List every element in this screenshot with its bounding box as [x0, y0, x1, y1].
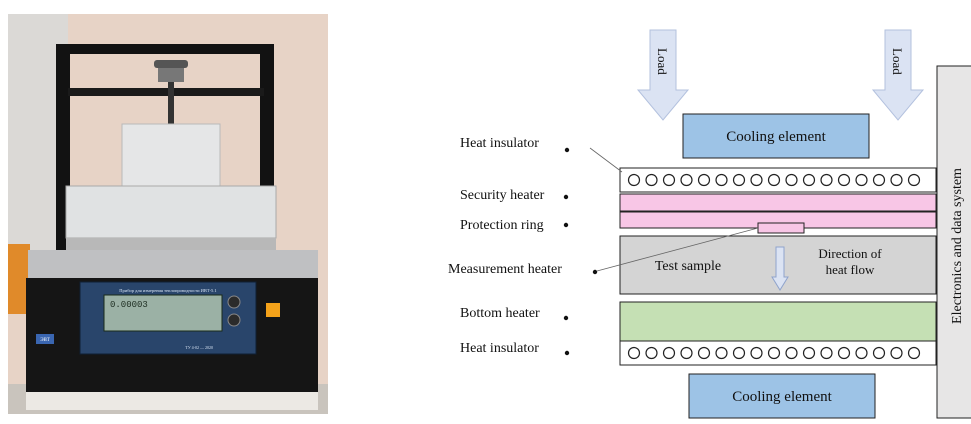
bullet-bottom-heater: [563, 315, 569, 321]
photo-crossbar: [68, 88, 264, 96]
insulator-circle: [662, 346, 676, 360]
insulator-circle: [820, 173, 833, 187]
test-sample-label: Test sample: [655, 259, 721, 274]
insulator-circle: [767, 173, 781, 187]
load-arrow-right: Load: [871, 29, 925, 121]
insulator-circle: [802, 173, 816, 187]
electronics-panel: [936, 65, 971, 419]
cooling-element-top: [682, 113, 870, 159]
bullet-security-heater: [563, 194, 569, 200]
insulator-circle: [750, 173, 763, 187]
insulator-circle: [627, 346, 641, 360]
insulator-circle: [855, 346, 868, 360]
insulator-circle: [907, 346, 921, 360]
photo-knob: [154, 60, 188, 68]
photo-housing-top: [28, 250, 318, 280]
photo-brand-logo: [36, 334, 54, 344]
insulator-circle: [645, 173, 658, 187]
load-label-left: Load: [655, 48, 670, 75]
insulator-bottom-circles: [627, 346, 921, 360]
bullet-measurement-heater: [592, 269, 598, 275]
insulator-circle: [715, 173, 728, 187]
insulator-circle: [820, 346, 833, 360]
bullet-heat-insulator-top: [564, 147, 570, 153]
photo-plate-shadow: [66, 238, 276, 250]
direction-label-line1: Direction of: [818, 246, 882, 261]
cooling-element-bottom: [688, 373, 876, 419]
insulator-circle: [767, 346, 781, 360]
label-heat-insulator-top: Heat insulator: [460, 136, 539, 151]
photo-press-plate: [65, 185, 277, 239]
bullet-protection-ring: [563, 222, 569, 228]
device-photo: Прибор для измерения теплопроводности ИВ…: [8, 14, 328, 414]
bottom-heater: [619, 301, 937, 343]
photo-dial-top: [227, 295, 241, 309]
security-heater: [619, 193, 937, 212]
heat-flow-arrow: [771, 246, 789, 291]
insulator-circle: [750, 346, 763, 360]
insulator-top-circles: [627, 173, 921, 187]
insulator-circle: [802, 346, 816, 360]
insulator-circle: [732, 346, 746, 360]
direction-label-line2: heat flow: [826, 262, 875, 277]
insulator-circle: [890, 346, 903, 360]
photo-lcd-text: 0.00003: [110, 300, 148, 310]
photo-panel-title: Прибор для измерения теплопроводности ИВ…: [119, 288, 216, 293]
insulator-circle: [872, 346, 886, 360]
photo-knob-body: [158, 68, 184, 82]
photo-lcd: [103, 294, 223, 332]
schematic-diagram: Load Load Cooling element Test sample Di…: [448, 29, 971, 419]
load-label-right: Load: [890, 48, 905, 75]
insulator-circle: [872, 173, 886, 187]
cooling-element-bottom-label: Cooling element: [732, 389, 832, 405]
bullet-heat-insulator-bottom: [564, 350, 570, 356]
cooling-element-top-label: Cooling element: [726, 129, 826, 145]
label-heat-insulator-bottom: Heat insulator: [460, 341, 539, 356]
photo-screw: [168, 82, 174, 124]
photo-panel-subtitle: ТУ 4-02 — 2020: [185, 345, 213, 350]
photo-brand-text: ЭВТ: [40, 338, 50, 343]
insulator-circle: [680, 173, 693, 187]
photo-orange-button: [266, 303, 280, 317]
label-measurement-heater: Measurement heater: [448, 262, 562, 277]
insulator-circle: [855, 173, 868, 187]
load-arrow-left: Load: [636, 29, 690, 121]
photo-dial-bottom: [227, 313, 241, 327]
electronics-label: Electronics and data system: [950, 168, 965, 324]
leader-heat-insulator-top: [589, 147, 623, 173]
photo-orange-item: [8, 244, 30, 314]
label-bottom-heater: Bottom heater: [460, 306, 540, 321]
insulator-circle: [732, 173, 746, 187]
insulator-circle: [680, 346, 693, 360]
photo-base-plate: [26, 392, 318, 410]
insulator-circle: [697, 346, 711, 360]
insulator-circle: [785, 346, 798, 360]
insulator-circle: [837, 346, 851, 360]
photo-upper-box: [121, 123, 221, 187]
label-security-heater: Security heater: [460, 188, 545, 203]
label-protection-ring: Protection ring: [460, 218, 544, 233]
insulator-circle: [890, 173, 903, 187]
insulator-circle: [645, 346, 658, 360]
insulator-circle: [785, 173, 798, 187]
measurement-heater: [757, 222, 805, 234]
insulator-circle: [662, 173, 676, 187]
insulator-circle: [907, 173, 921, 187]
insulator-circle: [697, 173, 711, 187]
leader-measurement-heater: [596, 227, 759, 272]
insulator-circle: [837, 173, 851, 187]
photo-frame-top: [56, 44, 274, 54]
insulator-circle: [715, 346, 728, 360]
insulator-circle: [627, 173, 641, 187]
